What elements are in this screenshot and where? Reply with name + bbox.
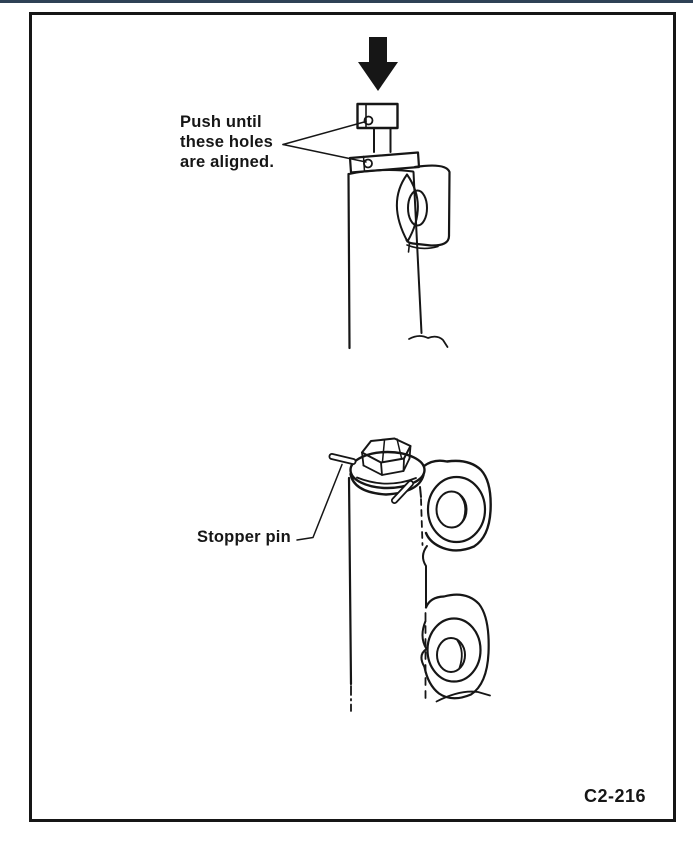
stopper-pin-leader-line (296, 463, 343, 541)
stopper-pin-label: Stopper pin (197, 528, 291, 546)
strut-body-bottom (347, 476, 428, 712)
top-divider-line (0, 0, 693, 3)
piston-rod-block (356, 102, 399, 153)
knuckle-bracket (395, 164, 451, 253)
bracket-slot-hole (407, 189, 428, 227)
strut-body-top (347, 169, 449, 350)
push-label-leader-lines (282, 120, 367, 163)
push-instruction-label: Push until these holes are aligned. (180, 113, 275, 171)
stopper-pin-assembly (328, 450, 426, 504)
figure-frame (29, 12, 676, 822)
push-down-arrow-icon (358, 37, 398, 91)
top-illustration (282, 37, 451, 350)
hex-nut (361, 437, 412, 476)
lower-alignment-hole (363, 158, 373, 169)
figure-code: C2-216 (584, 786, 647, 806)
lower-lug (420, 593, 491, 703)
upper-alignment-hole (363, 115, 374, 126)
upper-lug (422, 459, 492, 552)
lower-lug-hole (436, 637, 466, 673)
bottom-illustration (296, 437, 492, 712)
